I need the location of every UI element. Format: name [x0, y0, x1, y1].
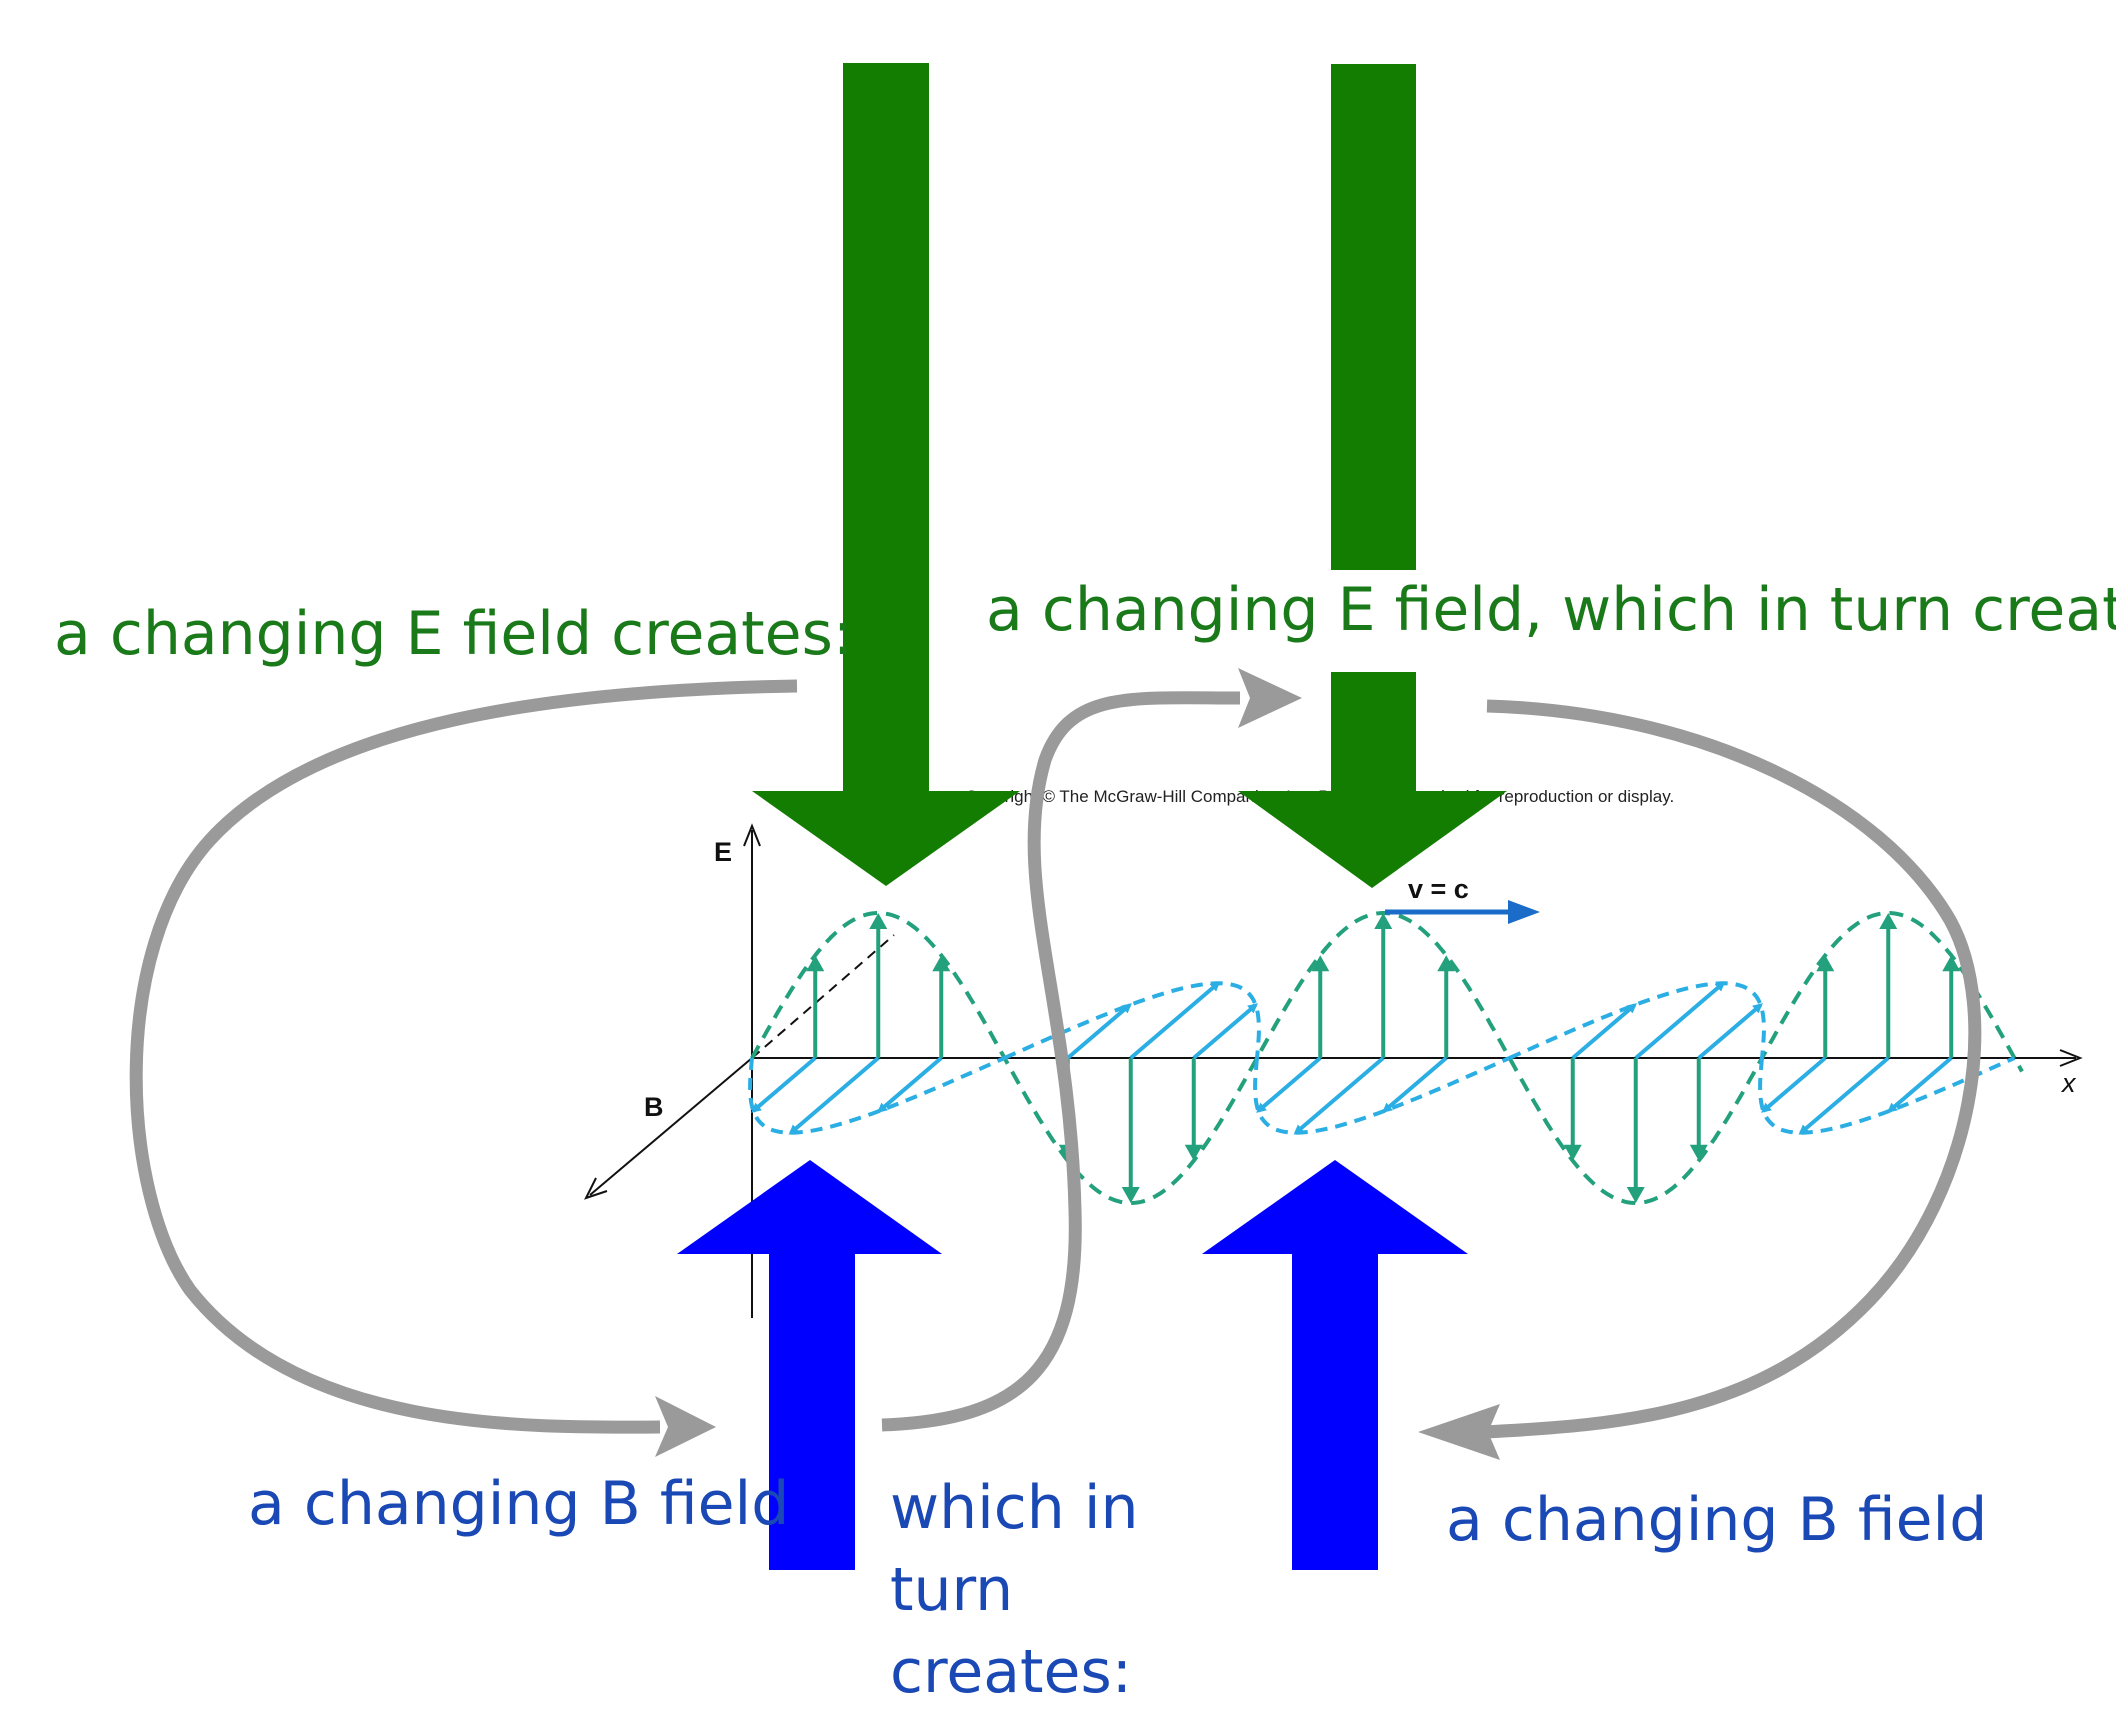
e-field-vector-head — [1121, 1187, 1140, 1203]
green-arrow-left — [752, 63, 1020, 886]
e-field-vector-head — [1816, 955, 1835, 972]
e-field-vector-head — [932, 955, 951, 972]
e-field-vector-head — [1689, 1144, 1708, 1161]
b-axis-dashed-back — [751, 934, 895, 1059]
b-field-vector — [1129, 981, 1221, 1060]
b-field-wave — [748, 981, 2016, 1135]
caption-which-line-1: which in — [890, 1473, 1139, 1543]
e-field-vector-head — [1879, 913, 1898, 929]
axes: E B x — [584, 823, 2083, 1318]
caption-b-field-left: a changing B field — [248, 1469, 789, 1539]
cycle-arrow-left-head — [655, 1396, 716, 1457]
velocity-arrow-head — [1508, 900, 1540, 924]
x-axis-label: x — [2060, 1068, 2077, 1098]
b-field-vector — [1066, 1003, 1132, 1060]
b-field-vector — [1697, 1003, 1763, 1060]
e-field-vector-head — [806, 955, 825, 972]
cycle-arrow-middle — [881, 691, 1241, 1432]
b-field-vector — [1293, 1056, 1385, 1135]
e-field-vector-head — [869, 913, 888, 929]
b-field-vector — [1256, 1056, 1322, 1113]
caption-which-line-3: creates: — [890, 1637, 1132, 1707]
caption-which-line-2: turn — [890, 1555, 1013, 1625]
gray-cycle-arrows — [129, 679, 1982, 1439]
b-wave-lobe — [1253, 1056, 1511, 1135]
e-field-vector-head — [1311, 955, 1330, 972]
b-field-vector — [1634, 981, 1726, 1060]
cycle-arrow-left — [129, 679, 798, 1434]
caption-e-field-in-turn: a changing E field, which in turn create… — [986, 575, 2116, 645]
e-field-vector-head — [1437, 955, 1456, 972]
b-axis-line — [589, 1057, 753, 1196]
b-field-vector — [1761, 1056, 1827, 1113]
b-field-vector — [1382, 1056, 1448, 1113]
velocity-arrow: v = c — [1385, 874, 1540, 924]
e-field-vector-head — [1563, 1144, 1582, 1161]
b-field-vector — [1571, 1003, 1637, 1060]
b-field-vector — [751, 1056, 817, 1113]
b-wave-lobe — [1508, 981, 1766, 1060]
e-field-vector-head — [1626, 1187, 1645, 1203]
e-field-vector-head — [1184, 1144, 1203, 1161]
e-field-vector-head — [1942, 955, 1961, 972]
e-axis-label: E — [714, 837, 732, 867]
e-axis-arrowhead — [743, 823, 761, 847]
e-field-vector-head — [1374, 913, 1393, 929]
b-field-vector — [877, 1056, 943, 1113]
caption-e-field-creates: a changing E field creates: — [54, 599, 853, 669]
b-field-vector — [1192, 1003, 1258, 1060]
b-axis-arrowhead — [584, 1177, 608, 1200]
b-field-vector — [1887, 1056, 1953, 1113]
b-field-vector — [1798, 1056, 1890, 1135]
b-axis-label: B — [644, 1092, 664, 1122]
cycle-arrow-right-head — [1418, 1404, 1500, 1460]
green-arrow-right — [1238, 64, 1507, 888]
blue-arrow-right — [1202, 1160, 1468, 1570]
cycle-arrow-middle-head — [1238, 668, 1302, 728]
velocity-label: v = c — [1408, 874, 1469, 904]
b-wave-lobe — [748, 1056, 1006, 1135]
caption-b-field-right: a changing B field — [1446, 1485, 1987, 1555]
b-field-vector — [788, 1056, 880, 1135]
cycle-arrow-right — [1484, 699, 1982, 1439]
x-axis-arrowhead — [2059, 1049, 2083, 1067]
blue-arrow-left — [677, 1160, 942, 1570]
b-wave-lobe — [1003, 981, 1261, 1060]
